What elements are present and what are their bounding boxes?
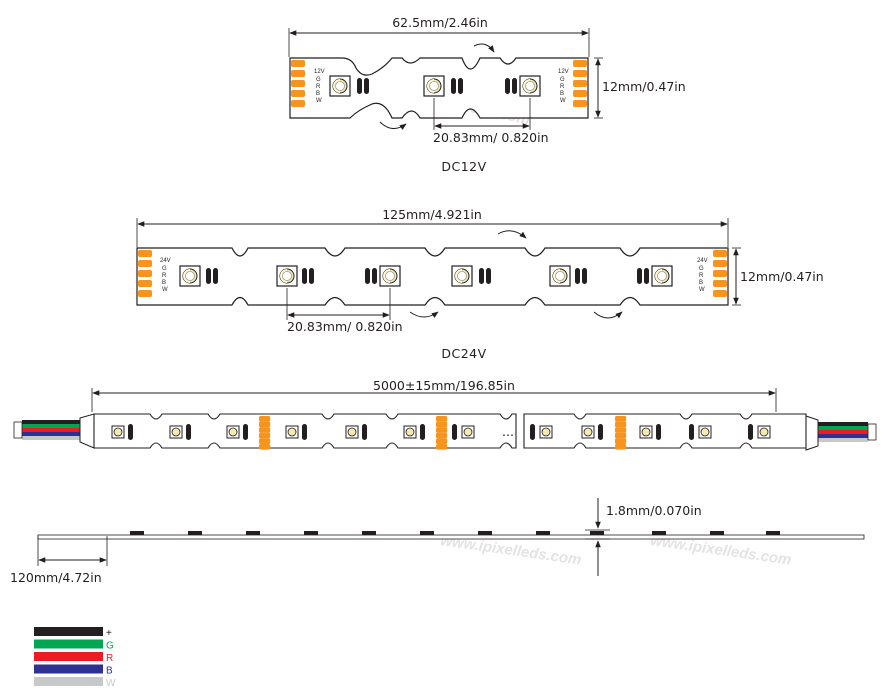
pad-pin: G [560, 77, 565, 83]
led-chip [179, 265, 201, 287]
reel-strip: 5000±15mm/196.85in ... [13, 378, 877, 451]
width-label: 125mm/4.921in [382, 207, 482, 222]
lead-length-label: 120mm/4.72in [10, 570, 102, 585]
dc12v-strip: 62.5mm/2.46in 12V G R B W 12V G R B W 12… [288, 15, 686, 174]
pitch-label: 20.83mm/ 0.820in [433, 130, 549, 145]
bend-arrow-icon [409, 311, 439, 318]
pad-voltage-right: 12V [558, 69, 569, 75]
height-label: 12mm/0.47in [602, 79, 686, 94]
pad-pin: W [162, 287, 168, 293]
lead-wires-left [13, 413, 95, 449]
wire-swatch [34, 677, 103, 686]
pad-voltage-left: 12V [314, 69, 325, 75]
led-chip [276, 265, 298, 287]
pad-pin: R [560, 84, 565, 90]
pad-pin: B [699, 280, 703, 286]
pad-pin: G [162, 266, 167, 272]
height-label: 12mm/0.47in [740, 269, 824, 284]
led-chip [329, 75, 351, 97]
lead-wires-right [805, 415, 877, 451]
wire-label: G [106, 641, 114, 652]
wire-label: + [106, 628, 112, 639]
pad-pin: W [316, 98, 322, 104]
pad-pin: G [316, 77, 321, 83]
strip-outline [136, 247, 729, 306]
side-view: 1.8mm/0.070in 120mm/4.72in [10, 498, 865, 585]
led-chip [651, 265, 673, 287]
led-chip [549, 265, 571, 287]
pad-pin: B [560, 91, 564, 97]
pad-voltage-right: 24V [697, 258, 708, 264]
pad-pin: R [699, 273, 704, 279]
led-chip [379, 265, 401, 287]
bend-arrow-icon [379, 121, 407, 130]
length-label: 5000±15mm/196.85in [373, 378, 515, 393]
wire-swatch [34, 627, 103, 636]
led-chip [423, 75, 445, 97]
wire-swatch [34, 664, 103, 674]
pad-pin: B [162, 280, 166, 286]
bend-arrow-icon [473, 43, 495, 53]
bend-arrow-icon [593, 311, 623, 319]
component-profiles [130, 531, 780, 535]
led-chip [519, 75, 541, 97]
dc24v-strip: 125mm/4.921in 24V G R B W 24V G R B W [136, 207, 824, 361]
wire-label: W [106, 678, 116, 689]
pad-pin: B [316, 91, 320, 97]
voltage-caption: DC12V [441, 159, 486, 174]
pad-pin: W [560, 98, 566, 104]
strip-profile [37, 534, 865, 540]
wire-swatch [34, 652, 103, 661]
pitch-label: 20.83mm/ 0.820in [287, 319, 403, 334]
reel-ellipsis: ... [502, 424, 514, 439]
bend-arrow-icon [497, 230, 527, 239]
wire-label: R [106, 653, 113, 664]
wire-swatch [34, 639, 103, 649]
width-label: 62.5mm/2.46in [392, 15, 488, 30]
wire-label: B [106, 666, 113, 677]
pad-pin: R [162, 273, 167, 279]
pad-pin: R [316, 84, 321, 90]
pad-voltage-left: 24V [160, 258, 171, 264]
pad-pin: G [699, 266, 704, 272]
voltage-caption: DC24V [441, 346, 486, 361]
pad-pin: W [699, 287, 705, 293]
thickness-label: 1.8mm/0.070in [606, 503, 702, 518]
strip-outline [523, 413, 807, 449]
led-chip [451, 265, 473, 287]
